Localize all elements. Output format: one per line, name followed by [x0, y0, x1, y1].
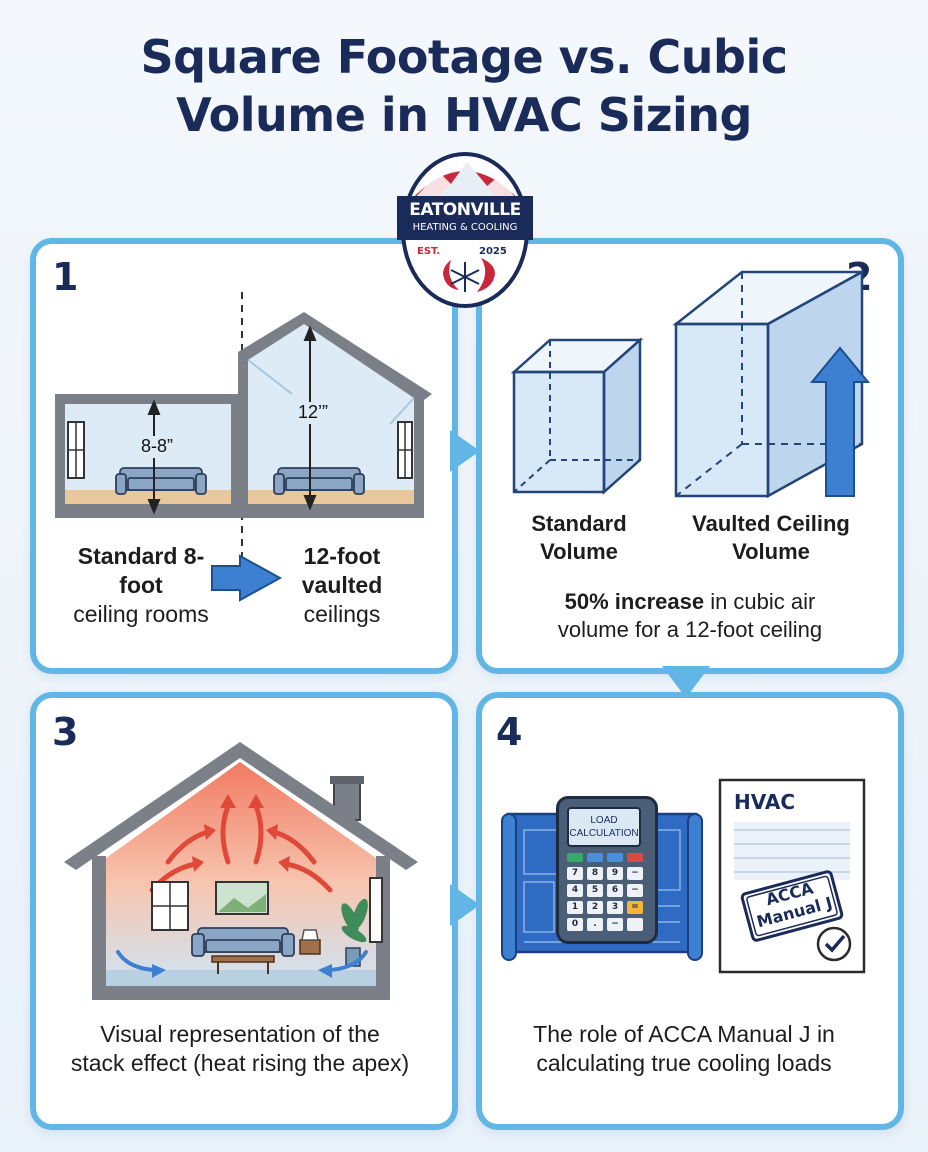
calculator-screen-line-1: LOAD — [590, 815, 618, 826]
stack-effect-caption-line-1: Visual representation of the — [100, 1021, 380, 1047]
calculator-key: 9 — [607, 867, 623, 880]
standard-ceiling-caption-rest: ceiling rooms — [73, 601, 209, 627]
vaulted-volume-cube — [672, 269, 871, 499]
connector-arrow-1-2 — [450, 430, 480, 472]
hvac-document-icon — [718, 778, 866, 974]
eatonville-logo: EATONVILLE HEATING & COOLING EST. 2025 — [395, 150, 535, 310]
logo-name-line-2: HEATING & COOLING — [412, 222, 518, 233]
manual-j-caption-line-1: The role of ACCA Manual J in — [533, 1021, 835, 1047]
calculator-key: − — [607, 918, 623, 931]
room-cross-section-illustration — [55, 292, 432, 602]
standard-height-label: 8-8” — [140, 436, 173, 456]
calculator-key: 0 — [567, 918, 583, 931]
calculator-key: 1 — [567, 901, 583, 914]
vaulted-ceiling-caption: 12-foot vaulted ceilings — [282, 542, 402, 629]
manual-j-caption-line-2: calculating true cooling loads — [536, 1050, 832, 1076]
logo-est-year: 2025 — [479, 246, 507, 257]
calculator-screen-line-2: CALCULATION — [569, 828, 639, 839]
standard-ceiling-caption: Standard 8-foot ceiling rooms — [56, 542, 226, 629]
volume-increase-line-2: volume for a 12-foot ceiling — [557, 617, 823, 642]
title-line-2: Volume in HVAC Sizing — [176, 88, 752, 142]
calculator-key: 5 — [587, 884, 603, 897]
standard-volume-cube — [510, 337, 644, 495]
calculator-key: 3 — [607, 901, 623, 914]
calculator-key: 4 — [567, 884, 583, 897]
calculator-key — [627, 918, 643, 931]
calculator-key: = — [627, 901, 643, 914]
standard-ceiling-caption-bold: Standard 8-foot — [77, 543, 205, 598]
panel-1-number: 1 — [52, 255, 79, 299]
logo-badge-icon — [397, 152, 533, 308]
page-title: Square Footage vs. Cubic Volume in HVAC … — [0, 28, 928, 144]
title-line-1: Square Footage vs. Cubic — [140, 30, 788, 84]
connector-arrow-2-4 — [662, 666, 710, 698]
volume-increase-bold: 50% increase — [564, 589, 705, 614]
panel-3-number: 3 — [52, 710, 79, 754]
calculator-screen: LOAD CALCULATION — [567, 807, 641, 847]
calculator-key: . — [587, 918, 603, 931]
vaulted-ceiling-caption-rest: ceilings — [303, 601, 381, 627]
vaulted-ceiling-caption-bold: 12-foot vaulted — [301, 543, 383, 598]
calculator-key: 6 — [607, 884, 623, 897]
calculator-key: 8 — [587, 867, 603, 880]
calculator-key: − — [627, 867, 643, 880]
standard-volume-label: Standard Volume — [531, 511, 627, 564]
calculator-key: 7 — [567, 867, 583, 880]
manual-j-caption: The role of ACCA Manual J in calculating… — [486, 1020, 882, 1078]
stack-effect-house-illustration — [64, 742, 418, 1000]
vaulted-height-label: 12’” — [297, 402, 328, 422]
vaulted-volume-label: Vaulted Ceiling Volume — [692, 511, 850, 564]
stack-effect-caption: Visual representation of the stack effec… — [40, 1020, 440, 1078]
calculator-key: − — [627, 884, 643, 897]
volume-increase-rest-1: in cubic air — [704, 589, 816, 614]
calculator-key: 2 — [587, 901, 603, 914]
logo-est-label: EST. — [417, 246, 441, 257]
stack-effect-caption-line-2: stack effect (heat rising the apex) — [70, 1050, 410, 1076]
calculator-top-keys — [567, 853, 647, 863]
logo-name-line-1: EATONVILLE — [409, 200, 521, 220]
volume-increase-line-1: 50% increase in cubic air — [500, 588, 880, 616]
hvac-document-title: HVAC — [734, 790, 796, 814]
volume-increase-caption: 50% increase in cubic air volume for a 1… — [500, 588, 880, 644]
connector-arrow-3-4 — [450, 884, 480, 926]
panel-4-number: 4 — [496, 710, 523, 754]
